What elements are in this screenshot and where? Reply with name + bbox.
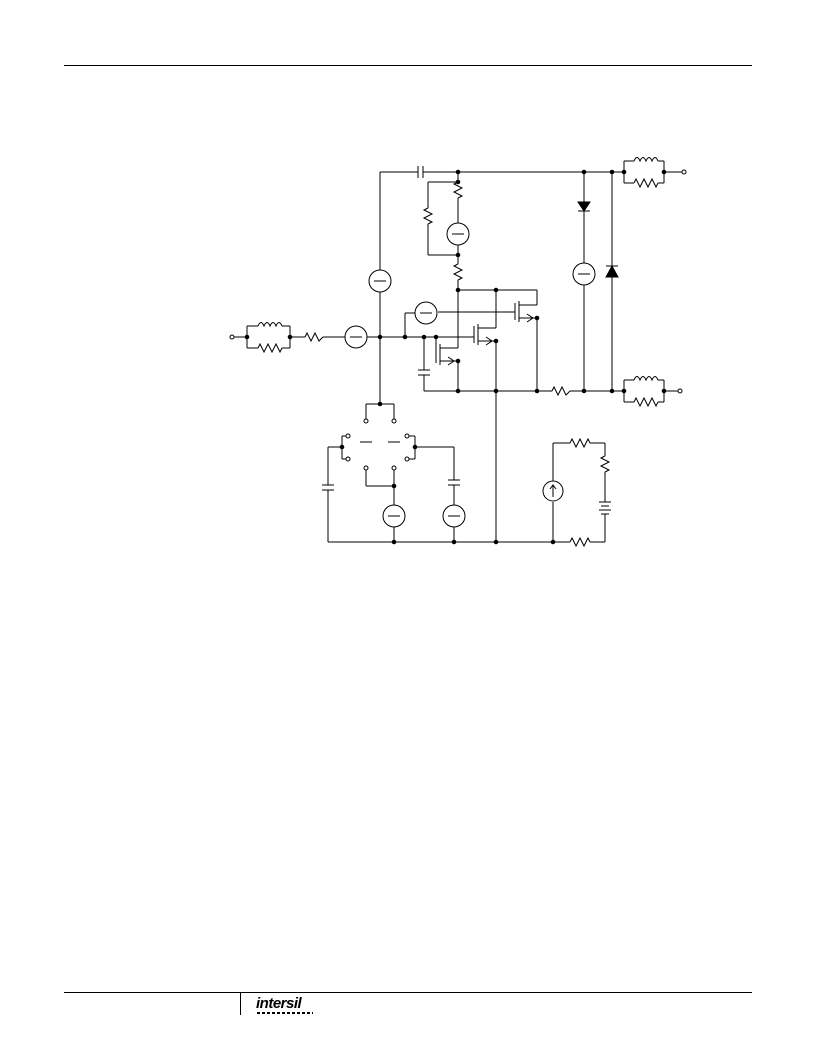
- upper-mosfet: [438, 288, 539, 391]
- middle-mosfet: [474, 290, 498, 542]
- footer-divider: [240, 993, 241, 1015]
- footer-rule: [64, 992, 752, 993]
- lower-mosfet: [380, 290, 474, 393]
- bottom-rail: [328, 540, 570, 544]
- clamp-diode-source-branch: [573, 172, 595, 391]
- lower-output-inductor-resistor-pair: [624, 377, 682, 407]
- top-capacitor: [418, 166, 612, 178]
- input-terminal: [230, 335, 247, 339]
- bias-voltage-source: [405, 302, 437, 337]
- upper-output-inductor-resistor-pair: [612, 158, 686, 188]
- reverse-diode-branch: [606, 172, 618, 391]
- intersil-logo: intersil: [256, 995, 302, 1012]
- feedback-voltage-source: [369, 172, 418, 337]
- switch-voltage-source-left: [383, 505, 405, 542]
- current-source-loop: [543, 439, 611, 546]
- upper-resistor-branch: [424, 172, 469, 292]
- output-rail: [424, 387, 626, 395]
- input-voltage-source: [345, 326, 380, 348]
- gate-capacitor: [418, 337, 430, 391]
- input-inductor-resistor-pair: [245, 323, 292, 353]
- switch-network: [322, 337, 460, 542]
- header-rule: [64, 65, 752, 66]
- input-series-resistor: [290, 333, 345, 341]
- switch-voltage-source-right: [443, 505, 465, 542]
- logo-underline: [257, 1012, 313, 1014]
